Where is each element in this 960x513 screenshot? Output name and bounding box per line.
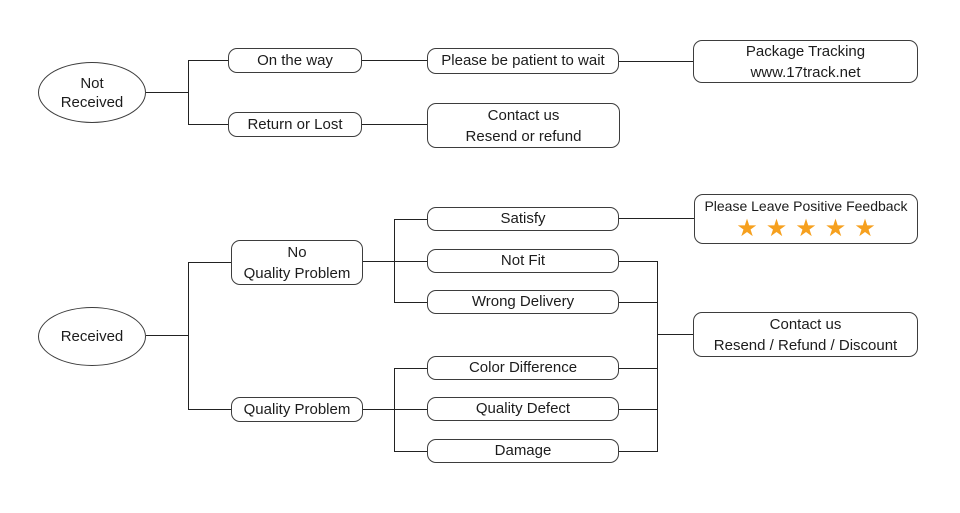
connector-bottom-trunk <box>188 262 189 410</box>
connector-satisfy-in <box>394 219 427 220</box>
node-please-wait-label: Please be patient to wait <box>441 52 605 69</box>
connector-on-the-way-to-wait <box>362 60 427 61</box>
connector-wait-to-tracking <box>619 61 694 62</box>
connector-qp-to-quality-defect <box>363 409 427 410</box>
connector-nqp-to-not-fit <box>363 261 427 262</box>
node-not-fit-label: Not Fit <box>500 252 546 269</box>
node-on-the-way: On the way <box>228 48 362 73</box>
node-positive-feedback: Please Leave Positive Feedback ★★★★★ <box>694 194 918 244</box>
node-wrong-delivery: Wrong Delivery <box>427 290 619 314</box>
node-contact-discount-label-line1: Contact us <box>769 315 842 333</box>
node-received: Received <box>38 307 146 366</box>
connector-damage-out <box>619 451 658 452</box>
connector-not-received-out <box>146 92 189 93</box>
node-damage: Damage <box>427 439 619 463</box>
node-wrong-delivery-label: Wrong Delivery <box>471 293 575 310</box>
connector-not-fit-out <box>619 261 658 262</box>
node-contact-resend: Contact us Resend or refund <box>427 103 620 148</box>
node-package-tracking-url: www.17track.net <box>750 63 861 81</box>
node-not-received-label-line1: Not <box>80 74 104 92</box>
node-damage-label: Damage <box>494 442 552 459</box>
connector-quality-defect-out <box>619 409 658 410</box>
node-please-wait: Please be patient to wait <box>427 48 619 74</box>
node-return-or-lost: Return or Lost <box>228 112 362 137</box>
connector-quality-problem-in <box>188 409 232 410</box>
node-package-tracking-label-line1: Package Tracking <box>745 42 866 60</box>
node-return-or-lost-label: Return or Lost <box>247 115 343 133</box>
node-not-received-label-line2: Received <box>60 93 124 111</box>
node-no-quality-problem-label-line1: No <box>287 243 307 261</box>
node-quality-defect-label: Quality Defect <box>475 400 571 417</box>
node-package-tracking: Package Tracking www.17track.net <box>693 40 918 83</box>
connector-right-trunk <box>657 261 658 452</box>
connector-color-difference-out <box>619 368 658 369</box>
connector-contact-discount-in <box>657 334 694 335</box>
connector-wrong-delivery-out <box>619 302 658 303</box>
connector-return-to-contact <box>362 124 427 125</box>
connector-wrong-delivery-in <box>394 302 427 303</box>
connector-return-or-lost-in <box>188 124 229 125</box>
node-on-the-way-label: On the way <box>257 51 333 69</box>
node-no-quality-problem: No Quality Problem <box>231 240 363 285</box>
connector-top-trunk <box>188 60 189 125</box>
connector-satisfy-to-feedback <box>619 218 694 219</box>
node-satisfy: Satisfy <box>427 207 619 231</box>
connector-qp-trunk <box>394 368 395 452</box>
node-quality-defect: Quality Defect <box>427 397 619 421</box>
node-contact-resend-label-line2: Resend or refund <box>465 127 582 145</box>
connector-color-difference-in <box>394 368 427 369</box>
connector-received-out <box>146 335 189 336</box>
node-color-difference: Color Difference <box>427 356 619 380</box>
node-received-label: Received <box>60 328 124 345</box>
connector-nqp-trunk <box>394 219 395 303</box>
connector-damage-in <box>394 451 427 452</box>
node-color-difference-label: Color Difference <box>468 359 578 376</box>
node-contact-resend-label-line1: Contact us <box>487 106 560 124</box>
node-contact-discount: Contact us Resend / Refund / Discount <box>693 312 918 357</box>
node-contact-discount-label-line2: Resend / Refund / Discount <box>713 336 898 354</box>
node-quality-problem: Quality Problem <box>231 397 363 422</box>
node-quality-problem-label: Quality Problem <box>243 400 351 418</box>
five-star-rating-icon: ★★★★★ <box>736 213 884 242</box>
node-positive-feedback-label: Please Leave Positive Feedback <box>704 197 908 214</box>
connector-on-the-way-in <box>188 60 229 61</box>
connector-no-quality-problem-in <box>188 262 232 263</box>
node-not-received: Not Received <box>38 62 146 123</box>
node-satisfy-label: Satisfy <box>500 210 546 227</box>
node-not-fit: Not Fit <box>427 249 619 273</box>
node-no-quality-problem-label-line2: Quality Problem <box>243 264 351 282</box>
